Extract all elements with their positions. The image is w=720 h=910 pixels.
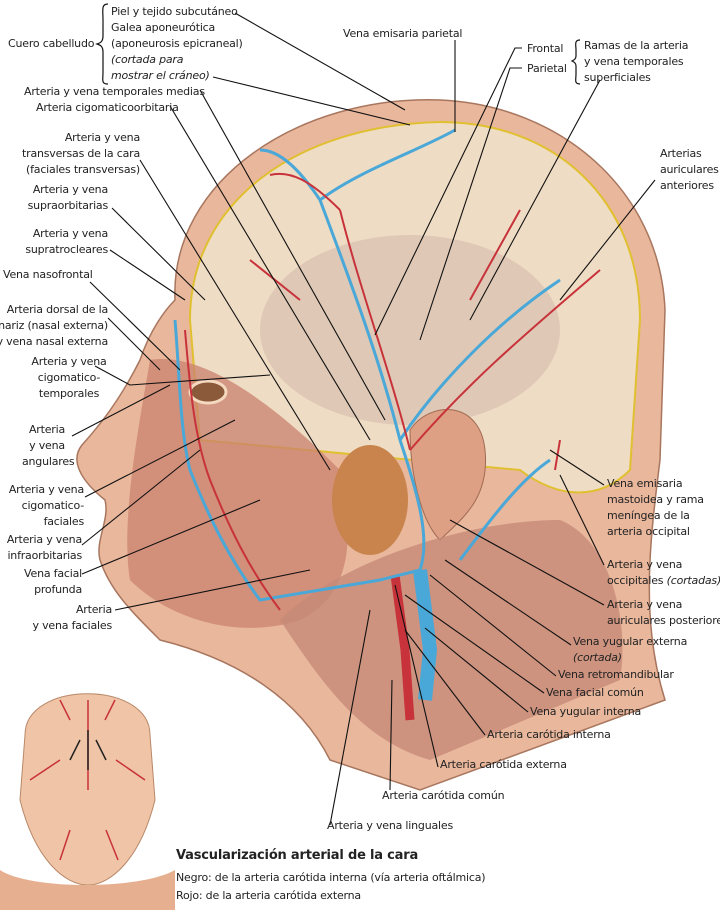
scalp-brace	[95, 3, 109, 85]
label-lingual: Arteria y vena linguales	[327, 819, 453, 832]
label-zygomaticoorbital: Arteria cigomaticoorbitaria	[36, 101, 179, 114]
internal-jugular-vein	[413, 569, 438, 701]
label-cut-note-2: mostrar el cráneo)	[111, 69, 210, 82]
label-scalp: Cuero cabelludo	[8, 37, 95, 50]
label-skin-subcutaneous: Piel y tejido subcutáneo	[111, 5, 238, 18]
label-frontal-branch: Frontal	[527, 42, 564, 55]
label-common-carotid: Arteria carótida común	[382, 789, 505, 802]
label-nasofrontal-vein: Vena nasofrontal	[3, 268, 93, 281]
label-cut-note-1: (cortada para	[111, 53, 184, 66]
label-superficial-temporal-2: y vena temporales	[584, 55, 684, 68]
label-middle-temporal: Arteria y vena temporales medias	[24, 85, 205, 98]
legend-black: Negro: de la arteria carótida interna (v…	[176, 871, 486, 884]
label-internal-jugular: Vena yugular interna	[530, 705, 642, 718]
leader-lines	[71, 12, 656, 826]
label-parietal-branch: Parietal	[527, 62, 567, 75]
ear	[409, 409, 487, 541]
parotid-gland	[332, 445, 408, 555]
veins	[173, 128, 561, 602]
label-superficial-temporal-3: superficiales	[584, 71, 651, 84]
inset-face	[0, 693, 175, 910]
label-external-jugular: Vena yugular externa(cortada)	[573, 635, 688, 664]
eye	[188, 379, 228, 405]
legend-red: Rojo: de la arteria carótida externa	[176, 889, 361, 902]
label-internal-carotid: Arteria carótida interna	[487, 728, 611, 741]
legend-title: Vascularización arterial de la cara	[176, 848, 419, 863]
temporal-brace	[570, 39, 581, 85]
label-superficial-temporal-1: Ramas de la arteria	[584, 39, 689, 52]
label-epicranial: (aponeurosis epicraneal)	[111, 37, 243, 50]
label-external-carotid: Arteria carótida externa	[440, 758, 567, 771]
temporal-region	[260, 235, 560, 425]
label-common-facial-vein: Vena facial común	[546, 686, 644, 699]
neck-muscles	[280, 520, 623, 760]
label-retromandibular: Vena retromandibular	[558, 668, 674, 681]
label-parietal-emissary-vein: Vena emisaria parietal	[343, 27, 463, 40]
label-galea: Galea aponeurótica	[111, 21, 216, 34]
